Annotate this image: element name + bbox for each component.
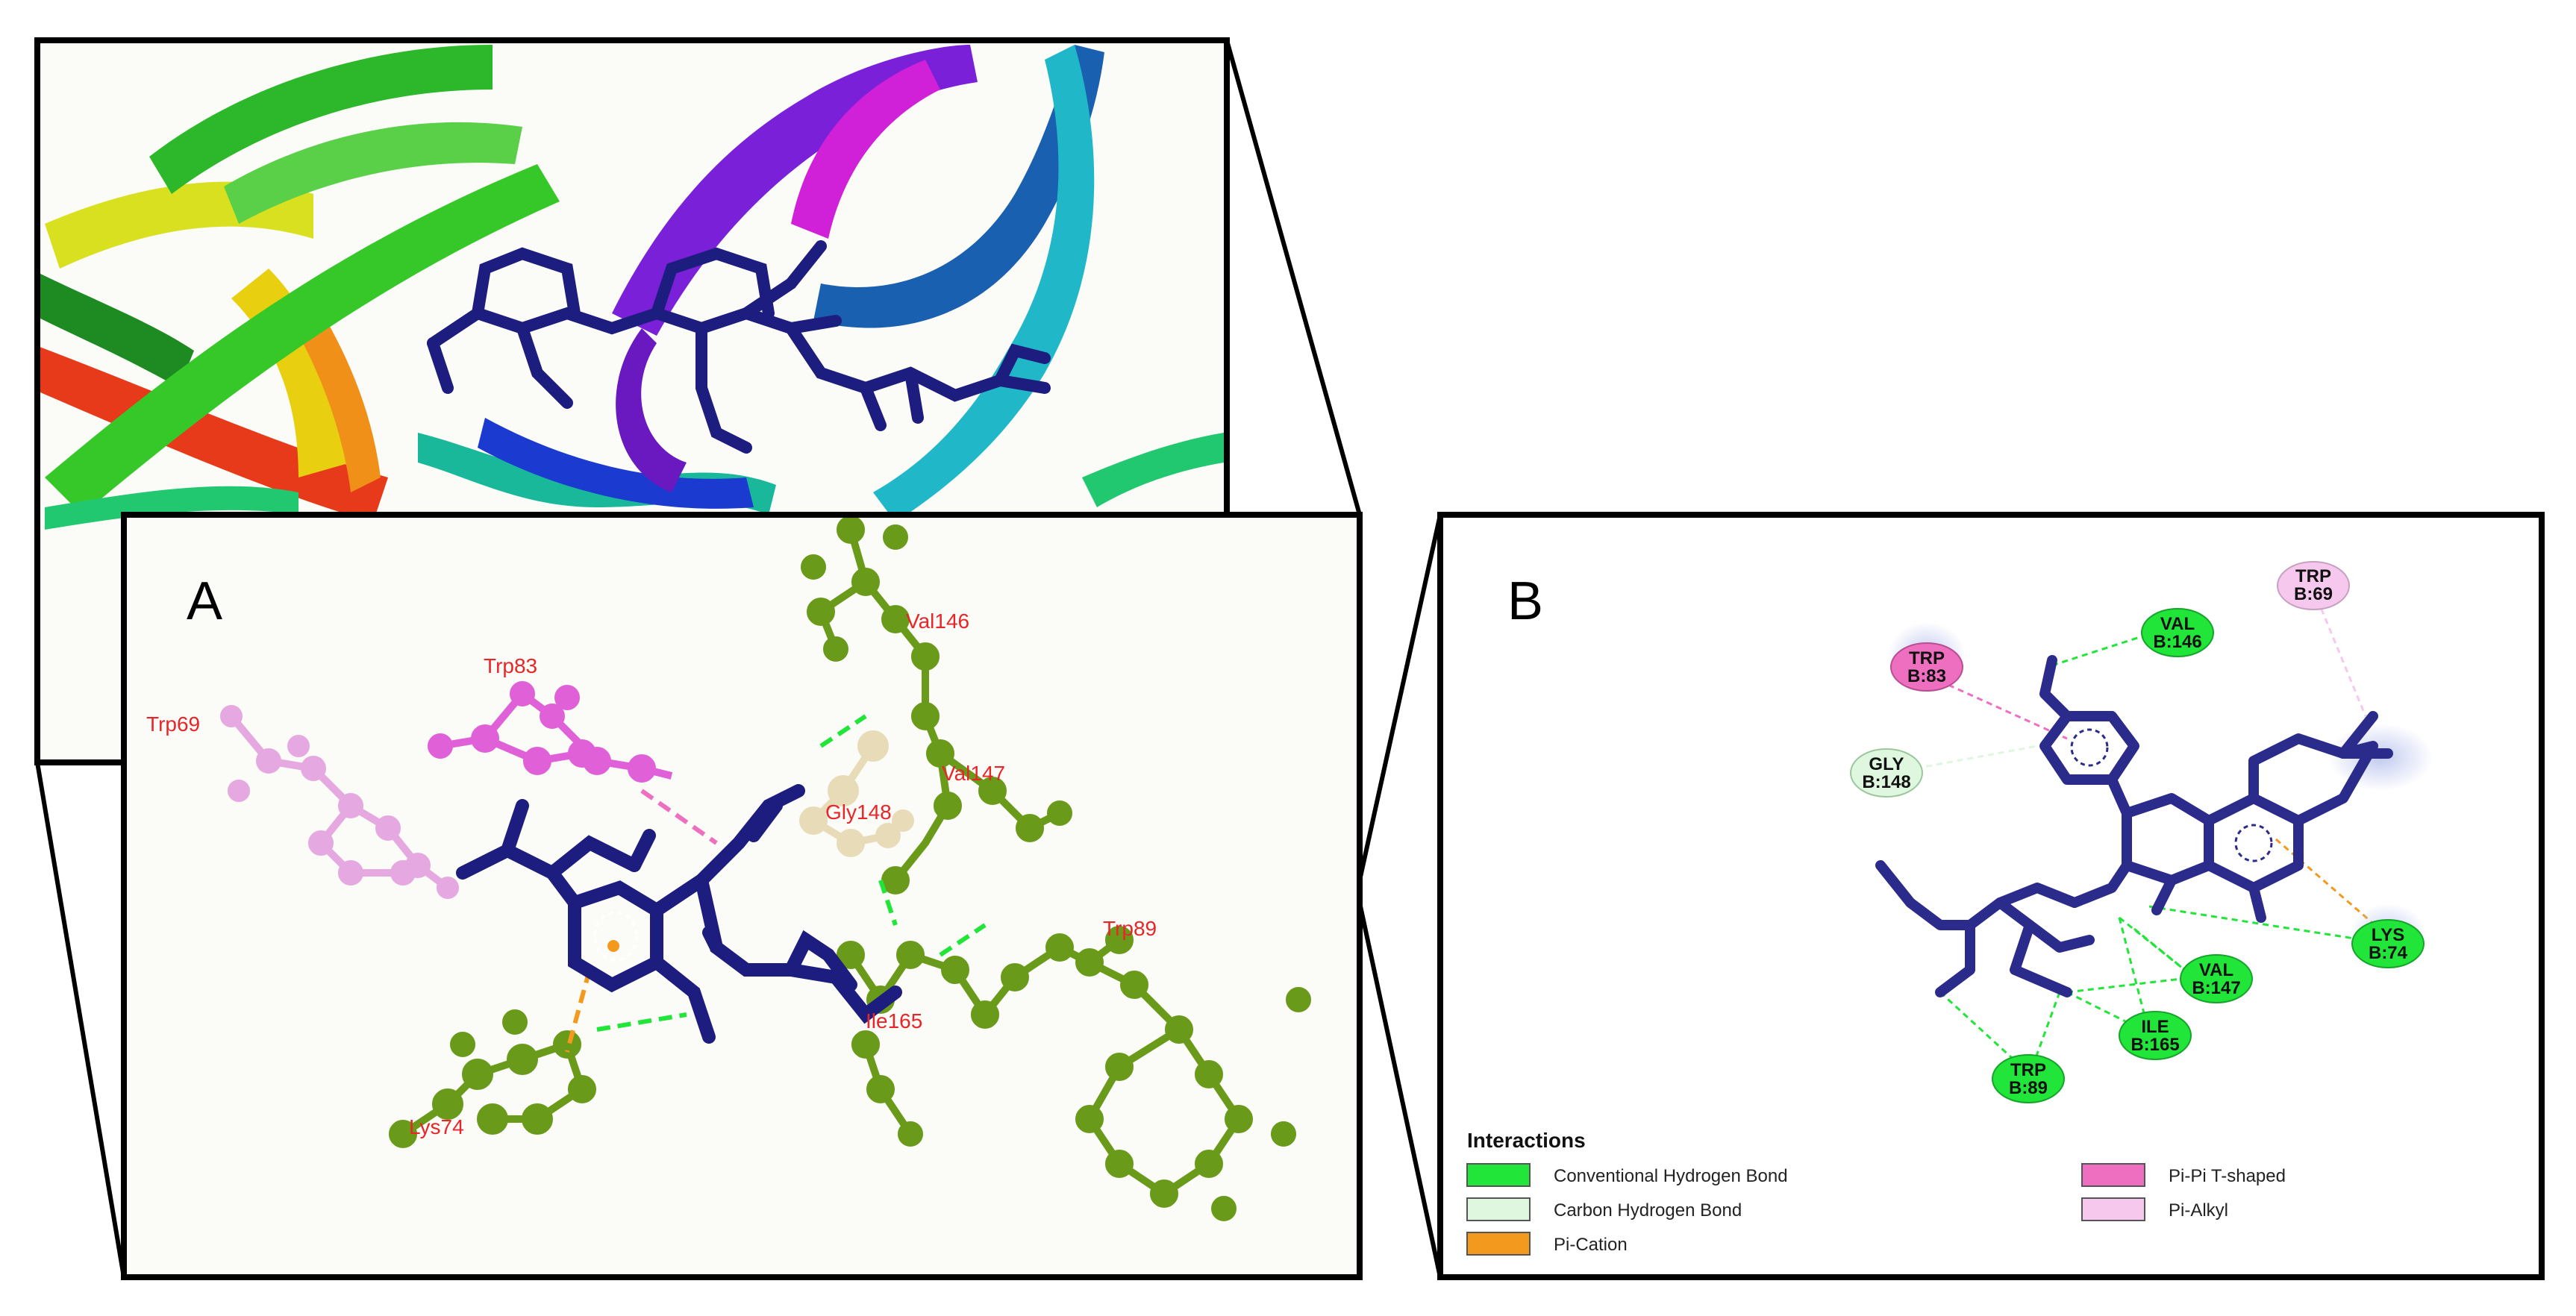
svg-text:VAL: VAL xyxy=(2160,614,2195,634)
legend-item-pi-cation: Pi-Cation xyxy=(1466,1232,1628,1256)
svg-text:B:165: B:165 xyxy=(2130,1035,2179,1055)
svg-text:LYS: LYS xyxy=(2372,925,2404,945)
label-lys74: Lys74 xyxy=(409,1115,464,1138)
panel-a-interaction-lines xyxy=(565,714,987,1053)
ligand-panel-b xyxy=(1875,655,2393,997)
pi-cation-center xyxy=(607,940,619,952)
legend-item-carbon-hbond: Carbon Hydrogen Bond xyxy=(1466,1197,1742,1221)
panel-a-residue-labels: Val146 Trp83 Trp69 Val147 Gly148 Trp89 I… xyxy=(146,610,1157,1138)
svg-text:B:148: B:148 xyxy=(1862,772,1910,792)
panel-b: B xyxy=(1437,512,2545,1280)
zoom-callout-lines xyxy=(35,40,1362,1278)
residue-lys74-3d xyxy=(389,1009,596,1148)
svg-text:TRP: TRP xyxy=(2295,566,2331,586)
svg-text:GLY: GLY xyxy=(1869,754,1904,774)
svg-text:VAL: VAL xyxy=(2199,960,2233,980)
panel-b-letter: B xyxy=(1507,571,1543,631)
ligand-panel-a xyxy=(456,784,902,1044)
svg-text:Carbon Hydrogen Bond: Carbon Hydrogen Bond xyxy=(1554,1200,1742,1221)
svg-text:Pi-Cation: Pi-Cation xyxy=(1554,1235,1628,1255)
legend-item-conventional-hbond: Conventional Hydrogen Bond xyxy=(1466,1163,1788,1187)
bubble-trp89: TRP B:89 xyxy=(1992,1054,2065,1103)
bubble-trp83: TRP B:83 xyxy=(1890,642,1963,692)
ligand-aromatic-ring-a xyxy=(593,911,638,962)
svg-text:B:74: B:74 xyxy=(2369,943,2408,963)
svg-text:Pi-Alkyl: Pi-Alkyl xyxy=(2169,1200,2228,1221)
panel-a-letter: A xyxy=(187,571,222,631)
bubble-gly148: GLY B:148 xyxy=(1850,748,1923,798)
bubble-val147: VAL B:147 xyxy=(2180,954,2253,1003)
label-trp69: Trp69 xyxy=(146,712,200,736)
svg-text:Pi-Pi T-shaped: Pi-Pi T-shaped xyxy=(2169,1166,2286,1186)
svg-text:B:147: B:147 xyxy=(2192,978,2240,998)
residue-trp83-3d xyxy=(428,681,673,783)
bubble-ile165: ILE B:165 xyxy=(2119,1011,2192,1060)
label-val146: Val146 xyxy=(906,610,969,633)
residue-val146-val147-3d xyxy=(801,516,1072,894)
panel-b-residue-bubbles: TRP B:69 VAL B:146 TRP B:83 GLY B:148 LY… xyxy=(1850,561,2427,1103)
residue-gly148-3d xyxy=(799,730,914,857)
label-val147: Val147 xyxy=(942,762,1005,785)
residue-trp89-ile165-3d xyxy=(837,926,1311,1221)
legend-item-pi-alkyl: Pi-Alkyl xyxy=(2081,1197,2228,1221)
ligand-aromatic-rings-b xyxy=(2070,728,2273,862)
panel-a: Val146 Trp83 Trp69 Val147 Gly148 Trp89 I… xyxy=(121,512,1363,1280)
svg-text:Conventional Hydrogen Bond: Conventional Hydrogen Bond xyxy=(1554,1166,1788,1186)
svg-text:B:69: B:69 xyxy=(2294,584,2333,604)
legend-item-pi-pi-t-shaped: Pi-Pi T-shaped xyxy=(2081,1163,2286,1187)
interactions-legend: Interactions Conventional Hydrogen Bond … xyxy=(1466,1129,2286,1256)
protein-ribbons xyxy=(37,45,1224,530)
label-ile165: Ile165 xyxy=(866,1009,922,1033)
svg-text:TRP: TRP xyxy=(1909,648,1945,668)
svg-text:B:146: B:146 xyxy=(2153,632,2201,652)
legend-title: Interactions xyxy=(1467,1129,1586,1152)
bubble-lys74: LYS B:74 xyxy=(2351,919,2425,968)
label-trp83: Trp83 xyxy=(484,654,537,677)
svg-text:B:83: B:83 xyxy=(1907,666,1946,686)
label-trp89: Trp89 xyxy=(1103,917,1157,940)
svg-text:ILE: ILE xyxy=(2141,1017,2169,1037)
ligand-top-view xyxy=(427,240,1051,454)
svg-text:TRP: TRP xyxy=(2010,1060,2046,1080)
panel-b-callout-lines xyxy=(1357,514,1442,1278)
bubble-val146: VAL B:146 xyxy=(2141,608,2214,657)
label-gly148: Gly148 xyxy=(825,800,892,824)
svg-text:B:89: B:89 xyxy=(2009,1078,2048,1098)
residue-trp69-3d xyxy=(220,705,459,899)
bubble-trp69: TRP B:69 xyxy=(2277,561,2350,610)
